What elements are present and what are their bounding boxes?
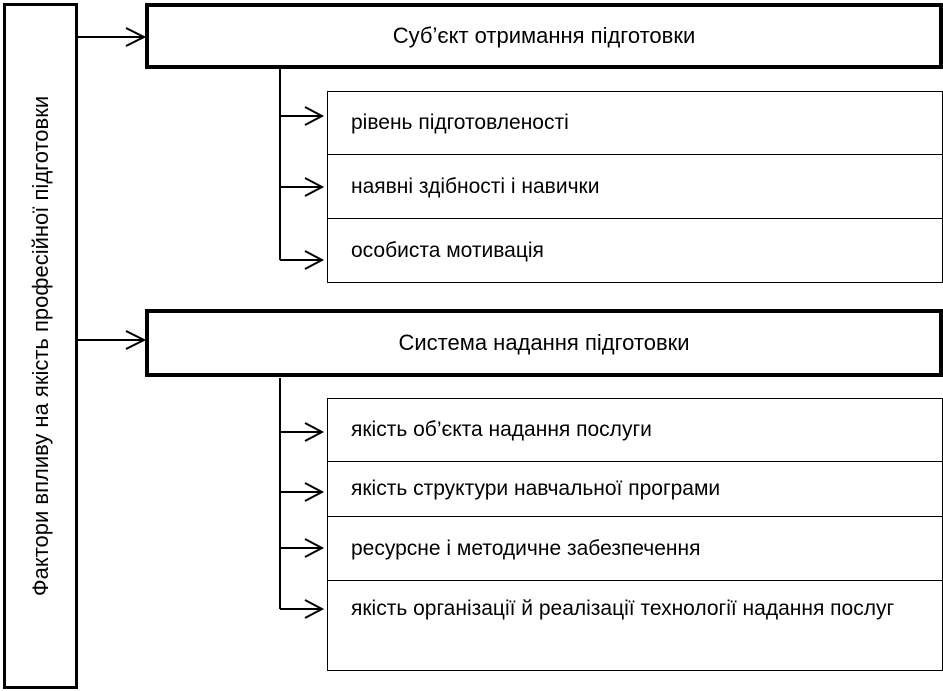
arrowhead-g1-item-2: [304, 177, 325, 197]
item-label: якість об’єкта надання послуги: [351, 418, 652, 441]
item-label: наявні здібності і навички: [351, 174, 600, 198]
list-item-readiness-level: рівень підготовленості: [327, 91, 943, 155]
group-header-subject: Суб’єкт отримання підготовки: [145, 3, 943, 69]
group-header-system: Система надання підготовки: [145, 309, 943, 377]
root-factor-label: Фактори впливу на якість професійної під…: [27, 95, 53, 597]
list-item-resource-methodical-support: ресурсне і методичне забезпечення: [327, 516, 943, 581]
group-header-system-label: Система надання підготовки: [398, 330, 690, 355]
list-item-organization-technology-quality: якість організації й реалізації технолог…: [327, 580, 943, 671]
list-item-service-object-quality: якість об’єкта надання послуги: [327, 398, 943, 462]
list-item-abilities-skills: наявні здібності і навички: [327, 154, 943, 219]
item-label: якість організації й реалізації технолог…: [351, 597, 895, 620]
root-factor-box: Фактори впливу на якість професійної під…: [3, 3, 78, 689]
group-header-subject-label: Суб’єкт отримання підготовки: [392, 23, 696, 48]
arrowhead-g2-item-2: [304, 482, 325, 502]
item-label: рівень підготовленості: [351, 111, 569, 134]
item-label: ресурсне і методичне забезпечення: [351, 536, 701, 560]
item-label: особиста мотивація: [351, 238, 544, 262]
arrowhead-group-1: [125, 27, 147, 47]
arrowhead-g1-item-3: [304, 250, 325, 270]
list-item-program-structure-quality: якість структури навчальної програми: [327, 461, 943, 517]
item-label: якість структури навчальної програми: [351, 477, 721, 500]
arrowhead-group-2: [125, 330, 147, 350]
arrowhead-g2-item-1: [304, 422, 325, 442]
list-item-personal-motivation: особиста мотивація: [327, 218, 943, 283]
arrowhead-g2-item-3: [304, 538, 325, 558]
arrowhead-g1-item-1: [304, 106, 325, 126]
arrowhead-g2-item-4: [304, 599, 325, 619]
